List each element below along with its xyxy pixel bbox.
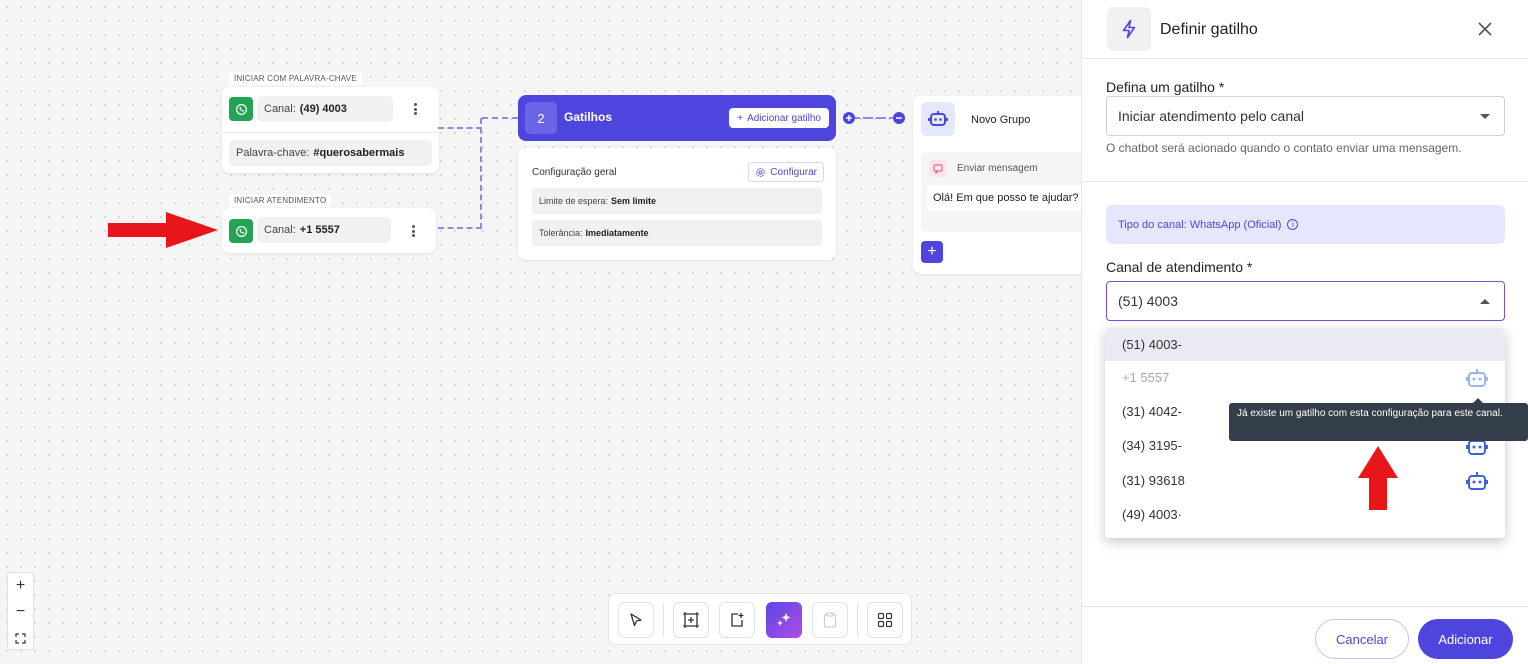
whatsapp-icon: [229, 219, 253, 243]
channel-select[interactable]: (51) 4003: [1106, 281, 1505, 321]
configure-label: Configurar: [770, 166, 817, 178]
channel-type-text: Tipo do canal: WhatsApp (Oficial): [1118, 218, 1282, 231]
option-label: (34) 3195-: [1122, 438, 1182, 453]
keyword-pill: Palavra-chave:#querosabermais: [229, 140, 432, 166]
connector-line: [480, 118, 482, 229]
add-block-button[interactable]: +: [921, 241, 943, 263]
wait-prefix: Limite de espera:: [539, 196, 609, 206]
channel-field-label: Canal de atendimento *: [1106, 259, 1253, 275]
connector-line: [438, 227, 482, 229]
zoom-controls: + −: [7, 572, 34, 650]
canvas-toolbar: [608, 593, 912, 645]
channel-type-info: Tipo do canal: WhatsApp (Oficial) i: [1106, 205, 1505, 244]
zoom-in-button[interactable]: +: [15, 577, 26, 594]
channel-pill: Canal:(49) 4003: [257, 96, 393, 122]
channel-option[interactable]: (51) 4003-: [1105, 328, 1505, 361]
connector-link: [843, 112, 905, 124]
add-trigger-label: Adicionar gatilho: [747, 112, 821, 124]
trigger-field-label: Defina um gatilho *: [1106, 79, 1225, 95]
option-label: (31) 93618: [1122, 473, 1185, 488]
duplicate-trigger-tooltip: Já existe um gatilho com esta configuraç…: [1229, 398, 1528, 441]
channel-pill: Canal:+1 5557: [257, 217, 391, 243]
node-add-icon: [731, 613, 744, 627]
robot-icon: [1466, 472, 1488, 490]
channel-option[interactable]: (49) 4003·: [1105, 498, 1505, 531]
grid-icon: [877, 612, 893, 628]
tolerance-row: Tolerância:Imediatamente: [532, 220, 822, 246]
option-label: (51) 4003-: [1122, 337, 1182, 352]
trigger-select-value: Iniciar atendimento pelo canal: [1118, 108, 1305, 124]
keyword-prefix: Palavra-chave:: [236, 147, 310, 159]
caret-down-icon: [1480, 114, 1490, 119]
fit-view-button[interactable]: [8, 625, 33, 651]
wait-value: Sem limite: [611, 196, 657, 206]
channel-select-value: (51) 4003: [1118, 293, 1178, 309]
group-title: Gatilhos: [564, 110, 613, 124]
config-title: Configuração geral: [532, 167, 617, 178]
zoom-out-button[interactable]: −: [15, 603, 26, 620]
add-frame-button[interactable]: [673, 602, 709, 638]
triggers-group-header[interactable]: 2 Gatilhos + Adicionar gatilho: [518, 95, 836, 141]
channel-prefix: Canal:: [264, 224, 296, 236]
cursor-icon: [630, 613, 642, 627]
trigger-select[interactable]: Iniciar atendimento pelo canal: [1106, 96, 1505, 136]
channel-value: +1 5557: [299, 224, 340, 236]
robot-icon: [921, 102, 955, 136]
frame-add-icon: [683, 612, 699, 628]
add-button[interactable]: Adicionar: [1418, 619, 1513, 659]
annotation-arrow-right: [108, 212, 218, 248]
option-label: +1 5557: [1122, 370, 1170, 385]
option-label: (49) 4003·: [1122, 507, 1182, 522]
annotation-arrow-up: [1358, 446, 1398, 510]
keyword-trigger-tag: INICIAR COM PALAVRA-CHAVE: [229, 72, 362, 85]
robot-icon: [1466, 369, 1488, 387]
info-icon[interactable]: i: [1287, 219, 1299, 230]
whatsapp-icon: [229, 97, 253, 121]
channel-prefix: Canal:: [264, 103, 296, 115]
panel-title: Definir gatilho: [1160, 21, 1258, 38]
channel-value: (49) 4003: [299, 103, 347, 115]
plus-icon: +: [737, 112, 744, 124]
bot-group-node[interactable]: Novo Grupo Enviar mensagem Olá! Em que p…: [913, 96, 1083, 274]
add-trigger-button[interactable]: + Adicionar gatilho: [729, 108, 829, 128]
connector-line: [482, 117, 518, 119]
grid-view-button[interactable]: [867, 602, 903, 638]
tolerance-value: Imediatamente: [585, 228, 649, 238]
channel-option: +1 5557: [1105, 361, 1505, 394]
wait-limit-row: Limite de espera:Sem limite: [532, 188, 822, 214]
message-icon: [929, 160, 946, 177]
add-node-button[interactable]: [719, 602, 755, 638]
sparkles-icon: [777, 613, 791, 626]
lightning-icon: [1107, 7, 1151, 51]
general-config-card: Configuração geral Configurar Limite de …: [518, 148, 836, 260]
option-label: (31) 4042-: [1122, 404, 1182, 419]
connector-line: [438, 127, 482, 129]
trigger-count-badge: 2: [525, 102, 557, 134]
more-options-icon[interactable]: [408, 100, 422, 118]
channel-option[interactable]: (31) 93618: [1105, 464, 1505, 497]
more-options-icon[interactable]: [406, 222, 420, 240]
message-text: Olá! Em que posso te ajudar?: [927, 185, 1083, 211]
cancel-button[interactable]: Cancelar: [1315, 619, 1409, 659]
select-tool-button[interactable]: [618, 602, 654, 638]
ai-magic-button[interactable]: [766, 602, 802, 638]
keyword-trigger-card[interactable]: Canal:(49) 4003 Palavra-chave:#querosabe…: [222, 87, 439, 173]
paste-button[interactable]: [812, 602, 848, 638]
attendance-trigger-tag: INICIAR ATENDIMENTO: [229, 194, 332, 207]
trigger-helper-text: O chatbot será acionado quando o contato…: [1106, 141, 1462, 155]
gear-icon: [756, 167, 766, 177]
close-icon[interactable]: [1474, 18, 1496, 40]
caret-up-icon: [1480, 299, 1490, 304]
clipboard-icon: [823, 612, 837, 628]
configure-button[interactable]: Configurar: [748, 162, 824, 182]
fit-view-icon: [15, 632, 26, 644]
bot-group-title: Novo Grupo: [971, 114, 1031, 126]
send-message-block[interactable]: Enviar mensagem Olá! Em que posso te aju…: [921, 152, 1083, 232]
keyword-value: #querosabermais: [313, 147, 405, 159]
attendance-trigger-card[interactable]: Canal:+1 5557: [222, 208, 436, 253]
send-message-label: Enviar mensagem: [957, 163, 1038, 174]
tolerance-prefix: Tolerância:: [539, 228, 583, 238]
channel-option[interactable]: (31) 4042-: [1105, 395, 1505, 428]
